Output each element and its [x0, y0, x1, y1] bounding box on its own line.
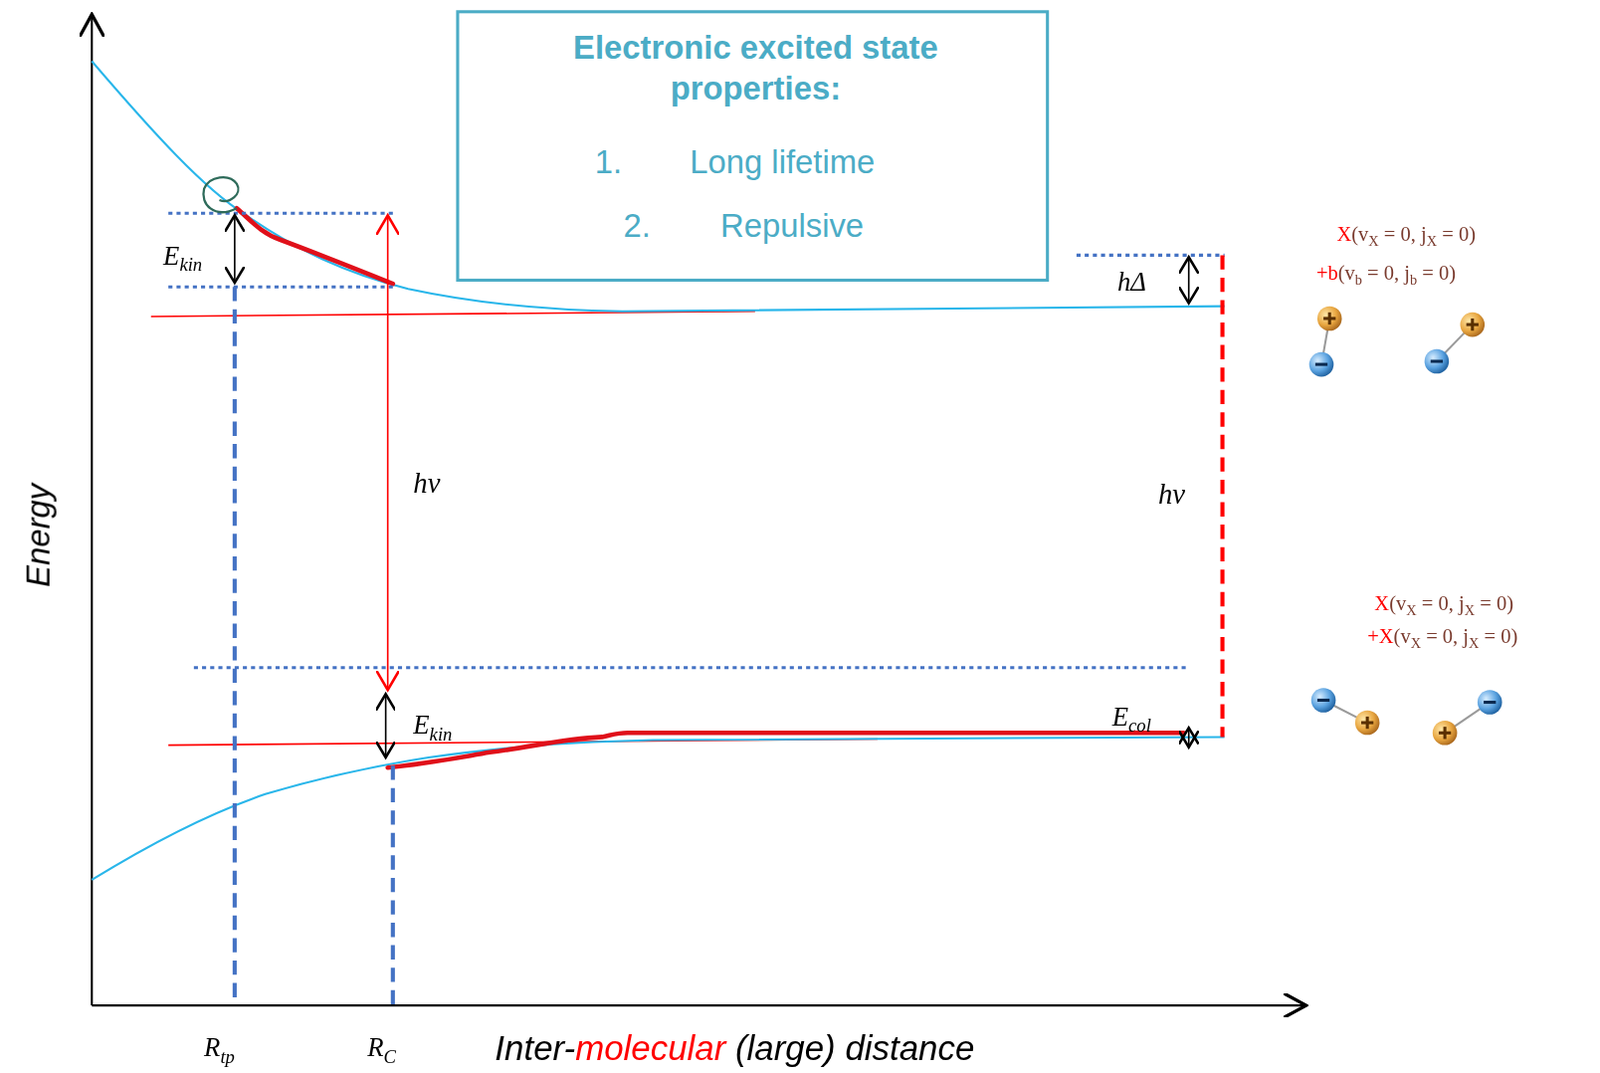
kinetic-energy-label: Ekin: [163, 240, 202, 276]
list-number: 2.: [623, 206, 651, 245]
distance-marker: Rtp: [203, 1032, 235, 1068]
properties-box: Electronic excited state properties: 1. Lo…: [455, 9, 1049, 282]
collision-energy-label: Ecol: [1112, 702, 1152, 738]
axis-title: Energy: [19, 483, 58, 588]
species-label: X(vX = 0, jX = 0): [1336, 222, 1476, 251]
distance-marker: RC: [367, 1032, 397, 1068]
detuning-label: hΔ: [1117, 267, 1147, 299]
species-label: +b(vb = 0, jb = 0): [1316, 261, 1456, 290]
box-heading: Electronic excited state properties:: [520, 27, 992, 110]
photon-energy-label: hν: [1158, 477, 1186, 511]
species-label: +X(vX = 0, jX = 0): [1367, 624, 1518, 653]
list-item: Repulsive: [720, 206, 864, 245]
list-number: 1.: [595, 144, 622, 183]
photon-energy-label: hν: [412, 467, 440, 501]
list-item: Long lifetime: [689, 144, 875, 183]
species-label: X(vX = 0, jX = 0): [1374, 592, 1514, 620]
kinetic-energy-label: Ekin: [412, 710, 452, 746]
axis-title: Inter-molecular (large) distance: [494, 1028, 975, 1069]
